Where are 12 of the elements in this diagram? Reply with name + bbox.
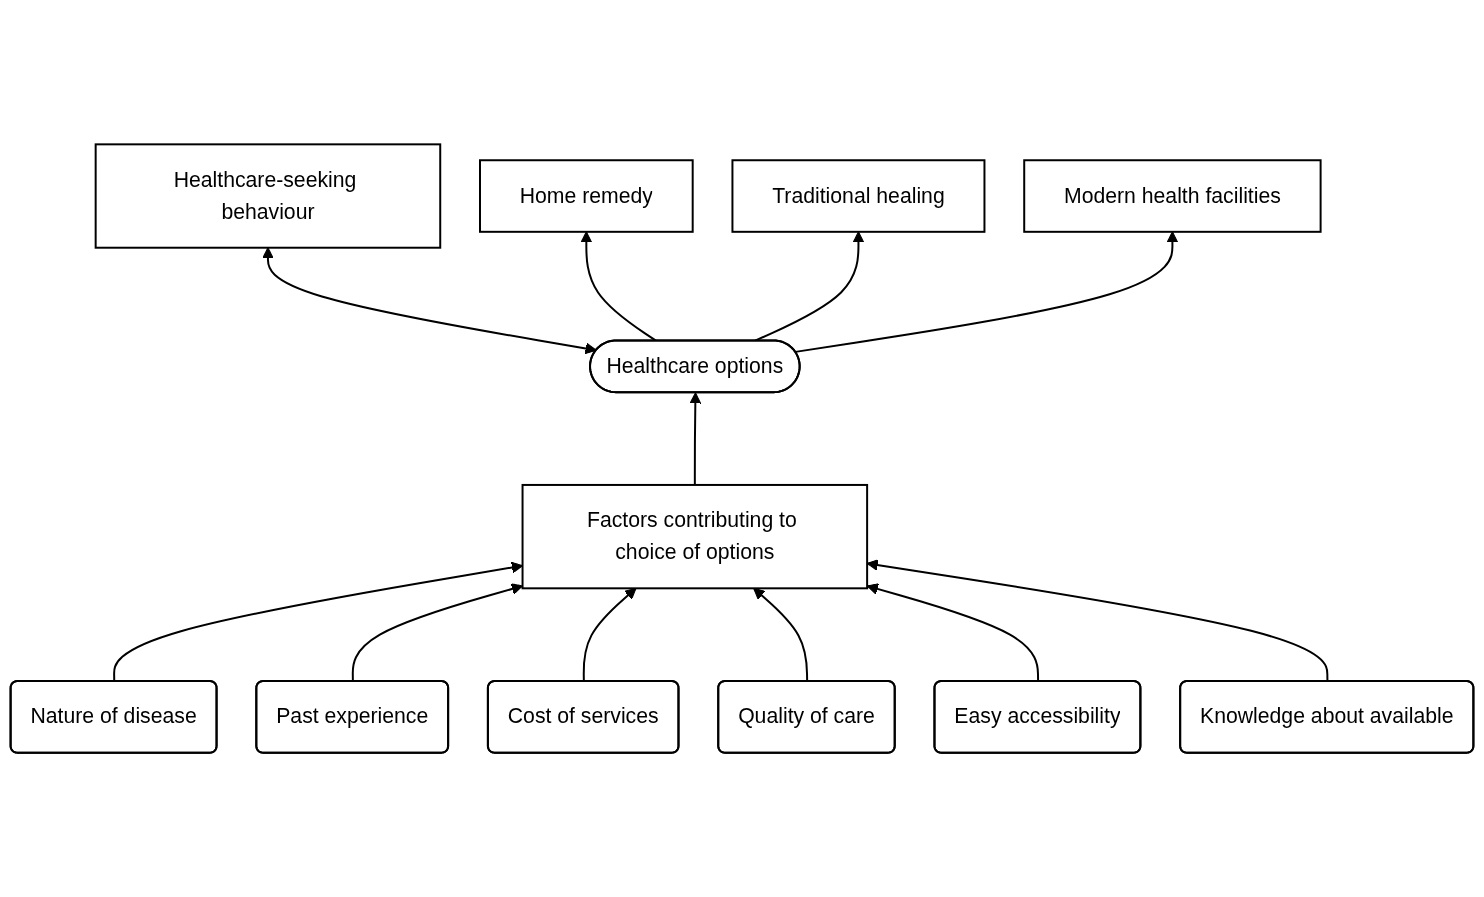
- node-box: Home remedy: [479, 159, 694, 233]
- arrow: [794, 231, 1179, 353]
- arrow: [866, 583, 1040, 683]
- arrow: [866, 559, 1329, 683]
- arrow: [582, 587, 637, 683]
- node-box: Traditional healing: [731, 159, 986, 233]
- arrow: [262, 247, 597, 355]
- node-box: Healthcare-seeking behaviour: [94, 143, 442, 249]
- node-box: Modern health facilities: [1023, 159, 1322, 233]
- arrow: [753, 587, 809, 683]
- node-box: Factors contributing to choice of options: [521, 483, 869, 590]
- arrow: [689, 392, 702, 486]
